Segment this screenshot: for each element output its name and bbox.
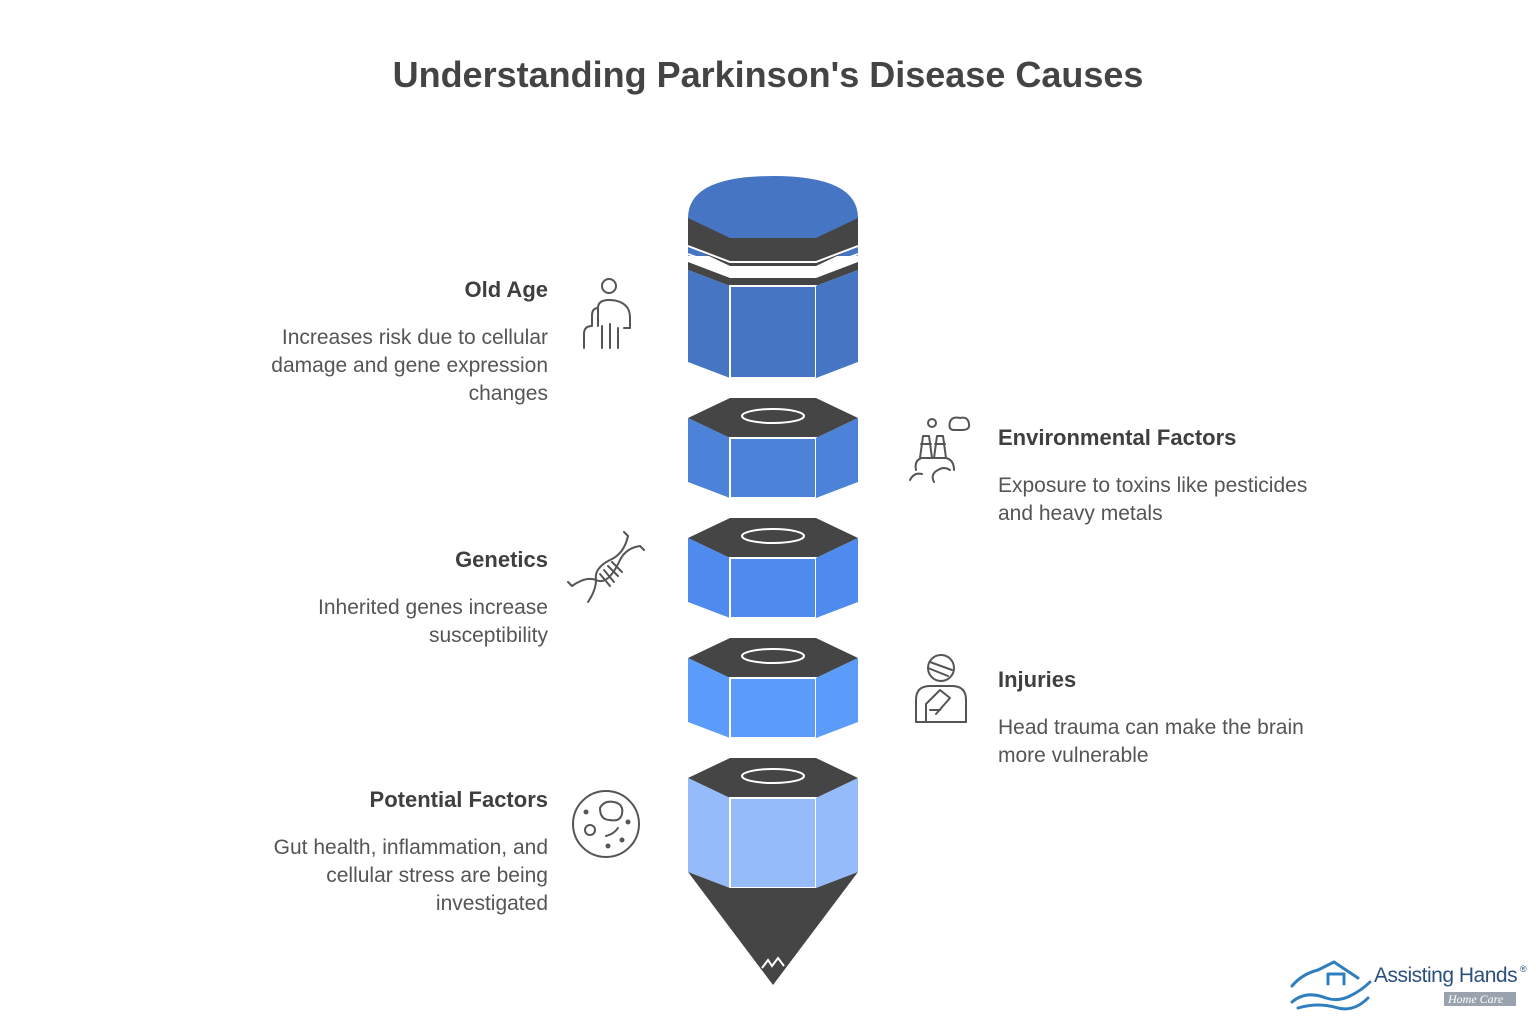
item-description: Increases risk due to cellular damage an… <box>271 326 548 405</box>
dna-icon <box>567 531 645 603</box>
item-description: Head trauma can make the brain more vuln… <box>998 716 1304 767</box>
logo-registered-mark: ® <box>1520 964 1527 974</box>
page-title: Understanding Parkinson's Disease Causes <box>392 54 1144 95</box>
pencil-tip <box>688 872 858 985</box>
house-hand-logo-icon <box>1290 960 1372 1011</box>
logo-subtitle: Home Care <box>1448 992 1504 1006</box>
pencil-segment-injuries <box>688 638 858 739</box>
logo-sub-bar <box>1444 992 1516 1006</box>
item-environmental-factors: Environmental Factors Exposure to toxins… <box>998 424 1328 528</box>
elderly-person-icon <box>583 278 631 349</box>
item-description: Inherited genes increase susceptibility <box>318 596 548 647</box>
item-description: Exposure to toxins like pesticides and h… <box>998 474 1308 525</box>
item-heading: Old Age <box>464 277 548 302</box>
eraser-cap <box>688 176 858 256</box>
item-heading: Environmental Factors <box>998 425 1237 450</box>
item-description: Gut health, inflammation, and cellular s… <box>273 836 548 915</box>
pencil-segment-genetics <box>688 518 858 619</box>
item-potential-factors: Potential Factors Gut health, inflammati… <box>218 786 548 918</box>
logo-brand: Assisting Hands <box>1374 964 1518 987</box>
item-old-age: Old Age Increases risk due to cellular d… <box>218 276 548 408</box>
item-heading: Genetics <box>455 547 548 572</box>
injured-person-icon <box>915 654 967 723</box>
item-heading: Potential Factors <box>369 787 548 812</box>
assisting-hands-logo: Assisting Hands ® Home Care <box>1288 958 1528 1018</box>
pencil-segment-environmental <box>688 398 858 499</box>
factory-pollution-icon <box>909 416 971 483</box>
ferrule-band <box>688 218 858 266</box>
item-genetics: Genetics Inherited genes increase suscep… <box>218 546 548 650</box>
pencil-segment-old-age <box>687 176 859 379</box>
microbe-cell-icon <box>572 790 640 858</box>
pencil-segment-potential <box>688 758 858 889</box>
item-injuries: Injuries Head trauma can make the brain … <box>998 666 1328 770</box>
item-heading: Injuries <box>998 667 1077 692</box>
